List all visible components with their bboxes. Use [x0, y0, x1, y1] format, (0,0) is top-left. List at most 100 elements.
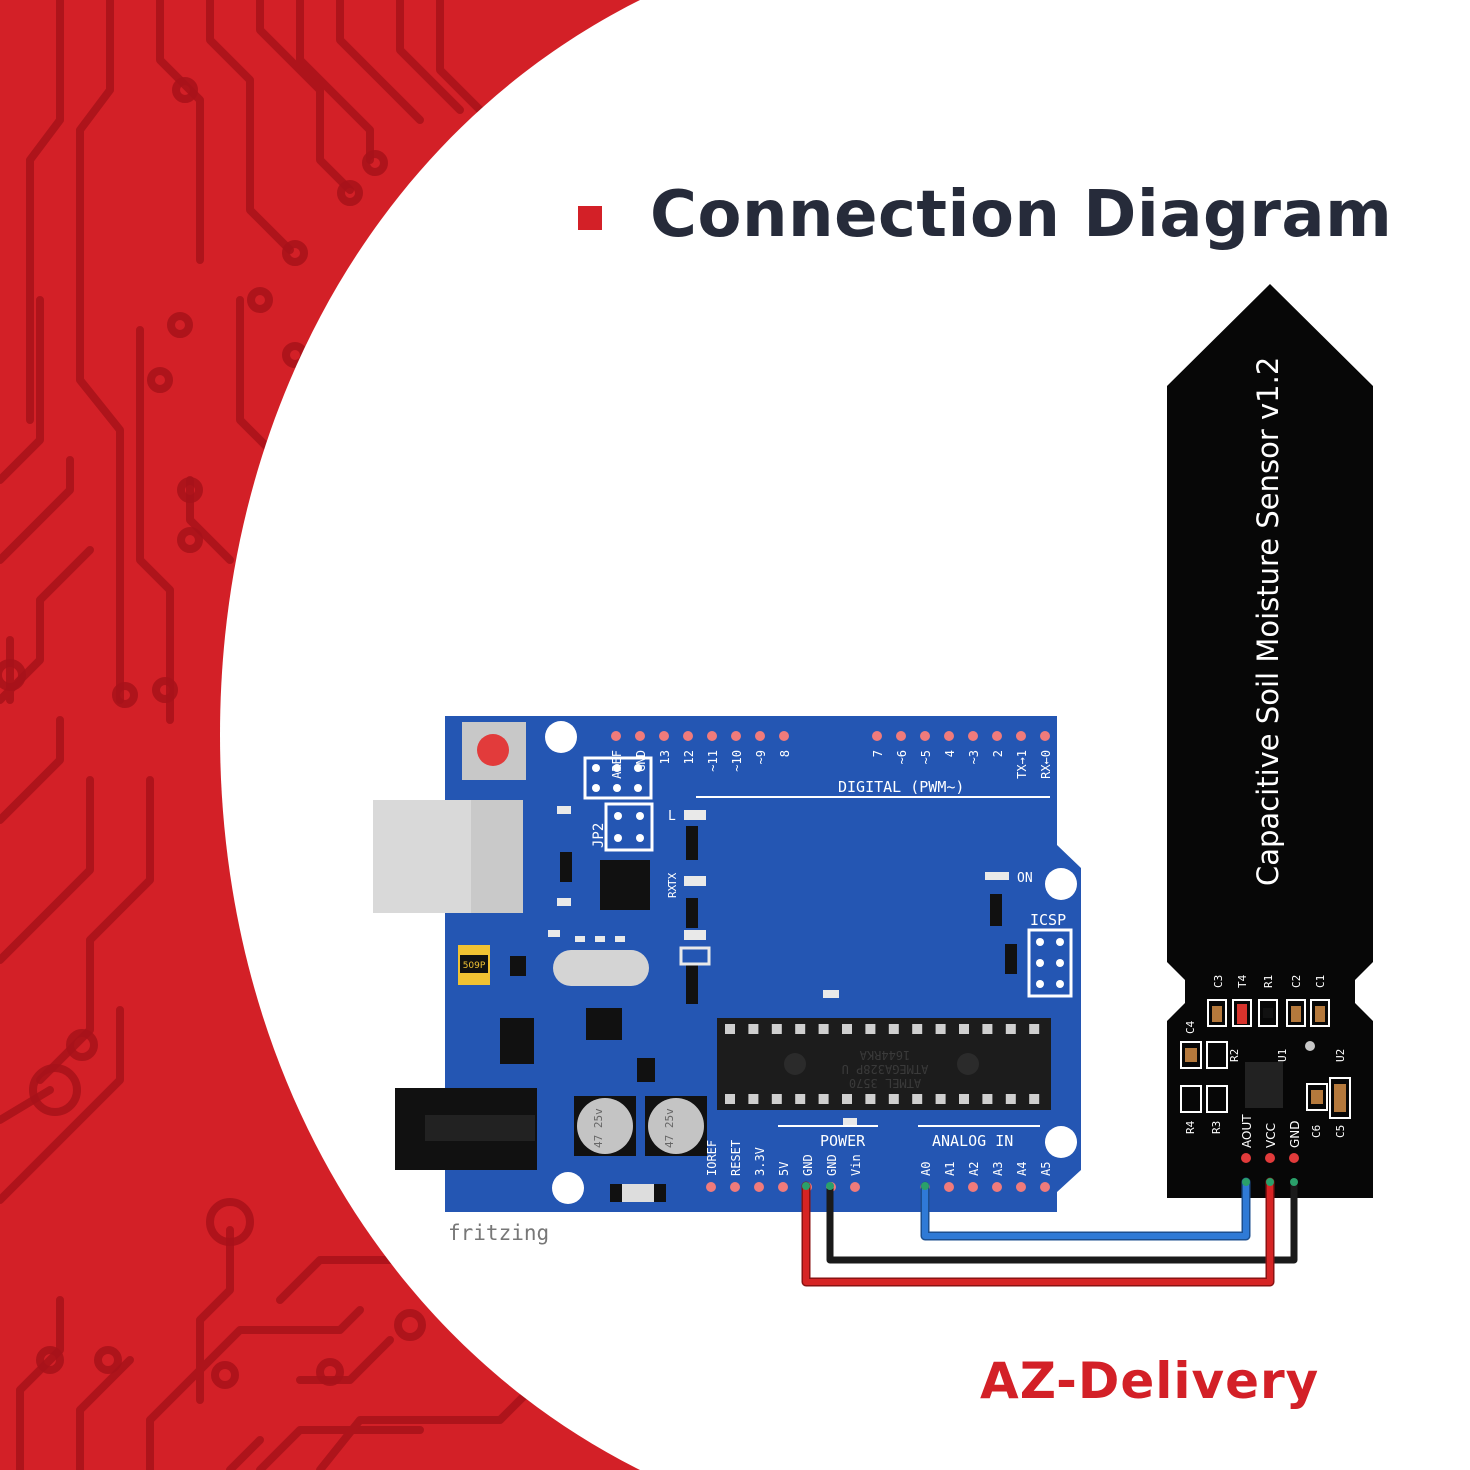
- power-pin-0: [706, 1182, 716, 1192]
- svg-text:R4: R4: [1184, 1120, 1197, 1134]
- sensor-chip: [1245, 1062, 1283, 1108]
- digital-pin-label-6: ~9: [754, 750, 768, 764]
- chip-pin: [982, 1024, 993, 1034]
- digital-pin-1: [635, 731, 645, 741]
- icsp-label: ICSP: [1030, 911, 1066, 929]
- l-label: L: [668, 809, 676, 824]
- fritzing-label: fritzing: [448, 1221, 549, 1245]
- analog-pin-label-3: A3: [991, 1162, 1005, 1176]
- chip-pin: [1005, 1024, 1016, 1034]
- chip-pin: [771, 1094, 782, 1104]
- digital-pin-6: [755, 731, 765, 741]
- svg-text:47 25v: 47 25v: [663, 1108, 676, 1148]
- chip-pin: [748, 1094, 759, 1104]
- pin-label-vcc: VCC: [1264, 1123, 1278, 1148]
- digital-pin-9: [896, 731, 906, 741]
- chip-pin: [912, 1094, 923, 1104]
- analog-pin-4: [1016, 1182, 1026, 1192]
- digital-pin-15: [1040, 731, 1050, 741]
- digital-pin-label-4: ~11: [706, 750, 720, 772]
- power-label: POWER: [820, 1132, 866, 1150]
- crystal-label: 509P: [463, 961, 486, 971]
- chip-pin: [842, 1094, 852, 1104]
- digital-label: DIGITAL (PWM~): [838, 778, 964, 796]
- reset-button: [477, 734, 509, 766]
- digital-pin-0: [611, 731, 621, 741]
- power-wire-5v-vcc: [801, 1177, 1275, 1287]
- pin-label-gnd: GND: [1288, 1120, 1302, 1148]
- arduino-uno-board: JP2 509: [373, 716, 1081, 1245]
- digital-pin-12: [968, 731, 978, 741]
- chip-pin: [935, 1094, 946, 1104]
- analog-pin-label-0: A0: [919, 1162, 933, 1176]
- digital-pin-5: [731, 731, 741, 741]
- power-pin-label-5: GND: [825, 1154, 839, 1176]
- svg-text:C3: C3: [1212, 975, 1225, 988]
- analog-pin-2: [968, 1182, 978, 1192]
- on-label: ON: [1017, 871, 1033, 886]
- svg-text:U2: U2: [1334, 1049, 1347, 1062]
- digital-pin-label-12: ~3: [967, 750, 981, 764]
- digital-pin-13: [992, 731, 1002, 741]
- sensor-title: Capacitive Soil Moisture Sensor v1.2: [1251, 357, 1285, 886]
- power-pin-2: [754, 1182, 764, 1192]
- power-pin-1: [730, 1182, 740, 1192]
- svg-text:C2: C2: [1290, 975, 1303, 988]
- analog-pin-3: [992, 1182, 1002, 1192]
- chip-pin: [795, 1024, 806, 1034]
- svg-text:ATMEL 3570: ATMEL 3570: [849, 1076, 921, 1090]
- chip-pin: [748, 1024, 759, 1034]
- jp2-label: JP2: [591, 823, 607, 848]
- title-bullet: [578, 206, 602, 230]
- pin-label-aout: AOUT: [1240, 1114, 1254, 1148]
- analog-pin-label-2: A2: [967, 1162, 981, 1176]
- digital-pin-label-0: AREF: [610, 750, 624, 779]
- analog-pin-5: [1040, 1182, 1050, 1192]
- chip-pin: [1029, 1094, 1040, 1104]
- analog-pin-1: [944, 1182, 954, 1192]
- digital-pin-label-10: ~5: [919, 750, 933, 764]
- chip-pin: [982, 1094, 993, 1104]
- svg-text:47 25v: 47 25v: [592, 1108, 605, 1148]
- ground-wire-gnd-gnd: [826, 1178, 1298, 1264]
- svg-text:ATMEGA328P U: ATMEGA328P U: [842, 1062, 929, 1076]
- power-pin-label-3: 5V: [777, 1162, 791, 1176]
- soil-moisture-sensor: Capacitive Soil Moisture Sensor v1.2 C3 …: [1167, 284, 1373, 1198]
- chip-pin: [912, 1024, 923, 1034]
- digital-pin-14: [1016, 731, 1026, 741]
- digital-pin-label-5: ~10: [730, 750, 744, 772]
- power-pin-3: [778, 1182, 788, 1192]
- svg-text:1644RKA: 1644RKA: [859, 1048, 910, 1062]
- digital-pin-label-8: 7: [871, 750, 885, 757]
- digital-pin-3: [683, 731, 693, 741]
- power-pin-label-0: IOREF: [705, 1140, 719, 1176]
- svg-text:U1: U1: [1276, 1049, 1289, 1062]
- digital-pin-2: [659, 731, 669, 741]
- chip-pin: [888, 1024, 899, 1034]
- atmega-chip: ATMEL 3570 ATMEGA328P U 1644RKA: [717, 1018, 1051, 1110]
- page-title: Connection Diagram: [650, 178, 1393, 252]
- svg-text:C4: C4: [1184, 1020, 1197, 1034]
- chip-pin: [865, 1094, 876, 1104]
- power-pin-label-2: 3.3V: [753, 1147, 767, 1176]
- svg-text:C1: C1: [1314, 975, 1327, 988]
- svg-text:T4: T4: [1236, 974, 1249, 988]
- chip-pin: [865, 1024, 876, 1034]
- chip-pin: [888, 1094, 899, 1104]
- analog-pin-label-4: A4: [1015, 1162, 1029, 1176]
- tx-label: TX: [666, 872, 679, 886]
- signal-wire-a0-aout: [920, 1177, 1251, 1241]
- svg-text:R3: R3: [1210, 1121, 1223, 1134]
- power-pin-6: [850, 1182, 860, 1192]
- digital-pin-7: [779, 731, 789, 741]
- analog-label: ANALOG IN: [932, 1132, 1013, 1150]
- digital-pin-label-3: 12: [682, 750, 696, 764]
- analog-pin-label-5: A5: [1039, 1162, 1053, 1176]
- capacitor-left: 47 25v: [574, 1096, 636, 1156]
- digital-pin-label-14: TX→1: [1015, 750, 1029, 779]
- az-delivery-logo: AZ-Delivery: [980, 1352, 1320, 1410]
